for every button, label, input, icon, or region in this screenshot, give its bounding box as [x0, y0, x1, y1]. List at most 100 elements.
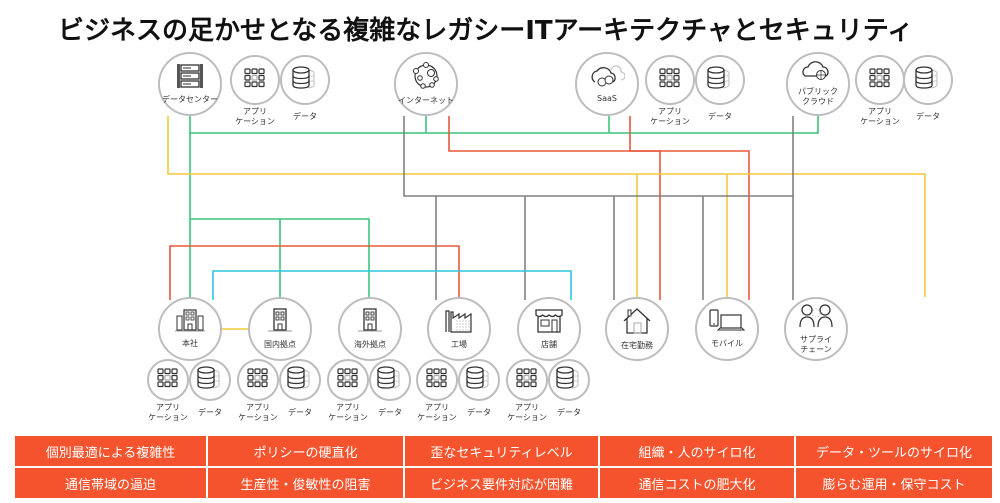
application-circle[interactable]	[327, 359, 369, 401]
node-label-line: クラウド	[802, 97, 834, 106]
problem-cell: 生産性・俊敏性の阻害	[208, 468, 403, 498]
application-circle[interactable]	[506, 359, 548, 401]
data-label: データ	[690, 112, 750, 122]
application-circle[interactable]	[645, 55, 695, 105]
node-datacenter[interactable]: データセンター	[158, 52, 222, 116]
data-circle[interactable]	[458, 359, 500, 401]
node-label: SaaS	[597, 94, 617, 103]
application-circle[interactable]	[230, 55, 280, 105]
label-line: ケーション	[417, 413, 457, 422]
node-label-line: パブリック	[798, 87, 838, 96]
application-label: アプリケーション	[225, 107, 285, 127]
data-label: データ	[449, 408, 509, 418]
red-wire-saas	[629, 116, 750, 300]
page-title: ビジネスの足かせとなる複雑なレガシーITアーキテクチャとセキュリティ	[58, 16, 914, 46]
label-line: データ	[557, 408, 581, 417]
house-icon	[622, 307, 652, 339]
node-supply[interactable]: サプライチェーン	[784, 297, 848, 361]
application-circle[interactable]	[855, 55, 905, 105]
problem-cell: 通信コストの肥大化	[600, 468, 794, 498]
database-icon	[556, 366, 582, 394]
application-circle[interactable]	[147, 359, 189, 401]
node-factory[interactable]: 工場	[427, 297, 491, 361]
gray-wire-backbone	[403, 116, 794, 197]
app-grid-icon	[516, 368, 538, 392]
office-building-icon	[175, 309, 205, 337]
data-circle[interactable]	[695, 55, 745, 105]
store-icon	[534, 308, 564, 338]
database-icon	[466, 366, 492, 394]
people-icon	[798, 303, 834, 333]
label-line: アプリ	[515, 403, 539, 412]
phone-laptop-icon	[709, 309, 746, 337]
building-icon	[268, 308, 292, 338]
label-line: アプリ	[156, 403, 180, 412]
green-wire-backbone	[189, 116, 819, 134]
node-home[interactable]: 在宅勤務	[605, 297, 669, 361]
node-hq[interactable]: 本社	[158, 297, 222, 361]
database-icon	[292, 66, 318, 94]
label-line: データ	[198, 408, 222, 417]
data-label: データ	[360, 408, 420, 418]
application-label: アプリケーション	[138, 403, 198, 423]
label-line: アプリ	[425, 403, 449, 412]
node-domestic[interactable]: 国内拠点	[248, 297, 312, 361]
building-icon	[358, 308, 382, 338]
data-circle[interactable]	[903, 55, 953, 105]
label-line: ケーション	[235, 117, 275, 126]
node-mobile[interactable]: モバイル	[695, 297, 759, 361]
application-label: アプリケーション	[407, 403, 467, 423]
yellow-wire-backbone	[167, 116, 926, 297]
data-circle[interactable]	[548, 359, 590, 401]
node-internet[interactable]: インターネット	[394, 52, 458, 116]
node-label: サプライチェーン	[800, 335, 832, 355]
application-circle[interactable]	[416, 359, 458, 401]
application-circle[interactable]	[237, 359, 279, 401]
node-label-line: サプライ	[800, 335, 832, 344]
yellow-wires	[167, 116, 926, 330]
cloud-gears-icon	[589, 64, 626, 92]
factory-icon	[444, 308, 474, 338]
label-line: ケーション	[148, 413, 188, 422]
node-public-cloud[interactable]: パブリッククラウド	[786, 52, 850, 116]
node-label: データセンター	[162, 95, 218, 104]
label-line: ケーション	[507, 413, 547, 422]
label-line: アプリ	[658, 107, 682, 116]
node-store[interactable]: 店舗	[517, 297, 581, 361]
red-wires	[169, 116, 750, 300]
label-line: アプリ	[243, 107, 267, 116]
app-grid-icon	[247, 368, 269, 392]
app-grid-icon	[869, 68, 891, 92]
network-globe-icon	[411, 62, 441, 94]
data-circle[interactable]	[279, 359, 321, 401]
label-line: データ	[916, 112, 940, 121]
application-label: アプリケーション	[318, 403, 378, 423]
data-circle[interactable]	[369, 359, 411, 401]
problem-cell: 歪なセキュリティレベル	[405, 436, 598, 466]
problem-cell: データ・ツールのサイロ化	[796, 436, 992, 466]
node-overseas[interactable]: 海外拠点	[338, 297, 402, 361]
data-circle[interactable]	[189, 359, 231, 401]
database-icon	[197, 366, 223, 394]
data-label: データ	[539, 408, 599, 418]
server-rack-icon	[176, 63, 204, 93]
application-label: アプリケーション	[497, 403, 557, 423]
problem-cell: ポリシーの硬直化	[208, 436, 403, 466]
node-label: モバイル	[711, 339, 743, 348]
data-label: データ	[180, 408, 240, 418]
cloud-globe-icon	[800, 61, 836, 85]
node-saas[interactable]: SaaS	[575, 52, 639, 116]
app-grid-icon	[337, 368, 359, 392]
data-label: データ	[275, 112, 335, 122]
database-icon	[915, 66, 941, 94]
app-grid-icon	[426, 368, 448, 392]
label-line: アプリ	[246, 403, 270, 412]
label-line: データ	[288, 408, 312, 417]
node-label: 店舗	[541, 340, 557, 349]
label-line: アプリ	[336, 403, 360, 412]
label-line: アプリ	[868, 107, 892, 116]
node-label: インターネット	[398, 96, 454, 105]
data-circle[interactable]	[280, 55, 330, 105]
node-label: 海外拠点	[354, 340, 386, 349]
label-line: ケーション	[650, 117, 690, 126]
